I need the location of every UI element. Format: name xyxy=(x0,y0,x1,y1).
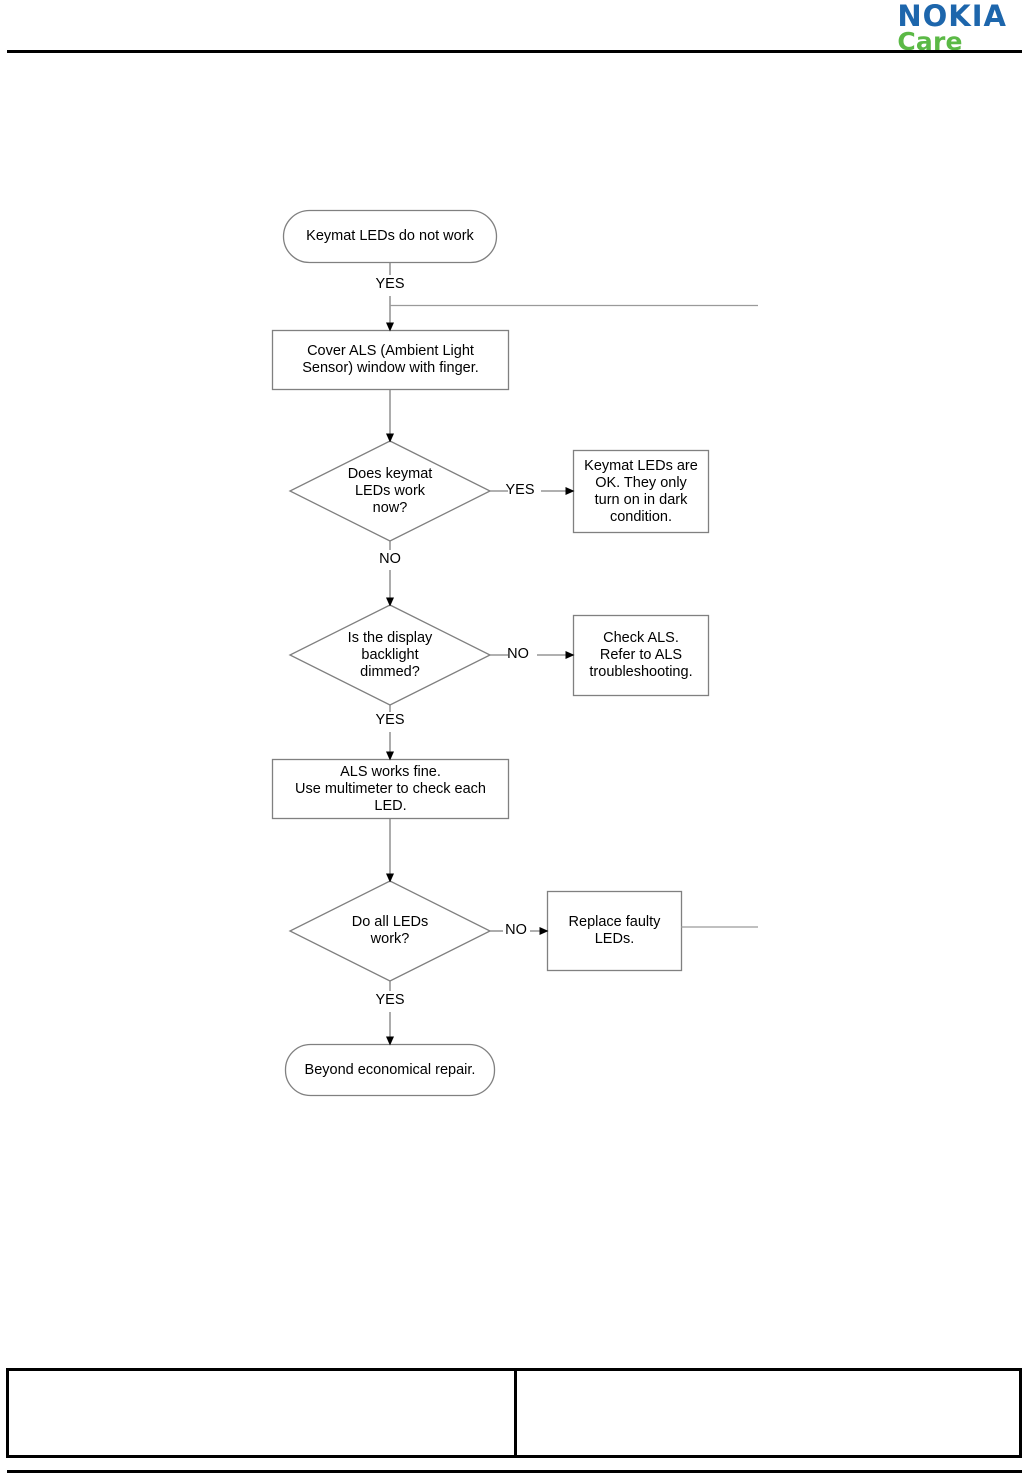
footer-cell-right xyxy=(517,1371,1019,1455)
edge-label-keymat-no: NO xyxy=(379,551,401,567)
page-header: NOKIA Care xyxy=(0,0,1029,56)
edge-label-all-leds-no: NO xyxy=(505,922,527,938)
node-label-leds-ok: Keymat LEDs are OK. They only turn on in… xyxy=(584,457,698,525)
node-label-all-leds-work: Do all LEDs work? xyxy=(351,914,429,947)
nokia-wordmark: NOKIA xyxy=(897,0,1007,33)
edge-label-keymat-yes: YES xyxy=(505,482,535,498)
footer-cell-left xyxy=(9,1371,517,1455)
edge-label-start-yes: YES xyxy=(375,276,405,292)
node-label-replace-leds: Replace faulty LEDs. xyxy=(568,914,661,947)
edge-label-all-leds-yes: YES xyxy=(375,992,405,1008)
footer-table xyxy=(6,1368,1022,1458)
node-shape-check-als xyxy=(572,614,710,697)
care-wordmark: Care xyxy=(897,27,963,56)
node-label-backlight-dimmed: Is the display backlight dimmed? xyxy=(347,629,433,680)
node-label-start: Keymat LEDs do not work xyxy=(306,228,474,244)
node-label-beyond-repair: Beyond economical repair. xyxy=(304,1061,476,1078)
edge-label-backlight-no: NO xyxy=(507,646,529,662)
edge-label-backlight-yes: YES xyxy=(375,712,405,728)
footer-divider-rule xyxy=(7,1470,1022,1473)
node-label-keymat-work-now: Does keymat LEDs work now? xyxy=(347,465,433,516)
node-shape-leds-ok xyxy=(572,449,710,534)
nokia-care-logo: NOKIA Care xyxy=(897,0,1007,56)
node-shape-als-fine xyxy=(271,758,510,820)
node-label-check-als: Check ALS. Refer to ALS troubleshooting. xyxy=(589,630,693,680)
node-label-cover-als: Cover ALS (Ambient Light Sensor) window … xyxy=(302,343,479,376)
header-divider-rule xyxy=(7,50,1022,53)
node-label-als-fine: ALS works fine. Use multimeter to check … xyxy=(295,763,486,814)
